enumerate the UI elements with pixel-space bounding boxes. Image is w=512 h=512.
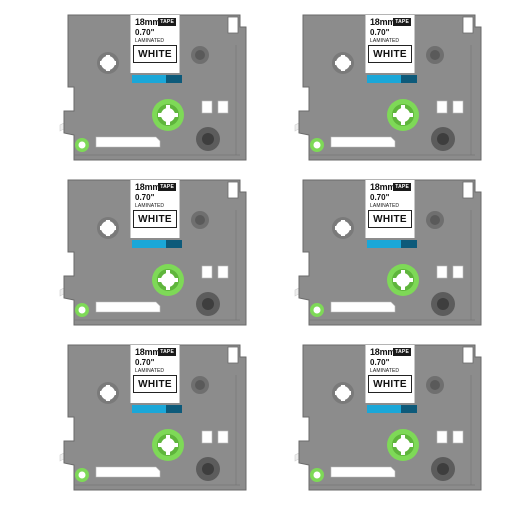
tape-label: 18mm TAPE 0.70" LAMINATED WHITE xyxy=(365,180,415,238)
laminated-text: LAMINATED xyxy=(135,38,165,44)
laminated-text: LAMINATED xyxy=(370,203,400,209)
laminated-text: LAMINATED xyxy=(370,38,400,44)
tape-width-text: 18mm xyxy=(370,17,396,27)
tape-label: 18mm TAPE 0.70" LAMINATED WHITE xyxy=(130,180,180,238)
tape-width-text: 18mm xyxy=(135,182,161,192)
tape-color-text: WHITE xyxy=(133,210,177,228)
tape-inch-text: 0.70" xyxy=(370,28,390,37)
tape-inch-text: 0.70" xyxy=(135,358,155,367)
tape-badge: TAPE xyxy=(158,183,176,191)
tape-color-text: WHITE xyxy=(133,375,177,393)
tape-color-text: WHITE xyxy=(368,375,412,393)
tape-badge: TAPE xyxy=(393,183,411,191)
cartridge-6: 18mm TAPE 0.70" LAMINATED WHITE xyxy=(294,344,485,495)
cartridge-5: 18mm TAPE 0.70" LAMINATED WHITE xyxy=(59,344,250,495)
tape-width-text: 18mm xyxy=(370,182,396,192)
laminated-text: LAMINATED xyxy=(135,368,165,374)
tape-width-text: 18mm xyxy=(370,347,396,357)
tape-badge: TAPE xyxy=(393,18,411,26)
tape-color-text: WHITE xyxy=(133,45,177,63)
cartridge-body xyxy=(294,344,482,491)
tape-inch-text: 0.70" xyxy=(135,28,155,37)
tape-badge: TAPE xyxy=(158,348,176,356)
tape-badge: TAPE xyxy=(158,18,176,26)
cartridge-body xyxy=(294,14,482,161)
cartridge-1: 18mm TAPE 0.70" LAMINATED WHITE xyxy=(59,14,250,165)
tape-color-text: WHITE xyxy=(368,45,412,63)
cartridge-4: 18mm TAPE 0.70" LAMINATED WHITE xyxy=(294,179,485,330)
cartridge-body xyxy=(294,179,482,326)
cartridge-2: 18mm TAPE 0.70" LAMINATED WHITE xyxy=(294,14,485,165)
tape-width-text: 18mm xyxy=(135,347,161,357)
laminated-text: LAMINATED xyxy=(370,368,400,374)
tape-inch-text: 0.70" xyxy=(135,193,155,202)
tape-inch-text: 0.70" xyxy=(370,193,390,202)
laminated-text: LAMINATED xyxy=(135,203,165,209)
tape-label: 18mm TAPE 0.70" LAMINATED WHITE xyxy=(365,345,415,403)
tape-width-text: 18mm xyxy=(135,17,161,27)
tape-badge: TAPE xyxy=(393,348,411,356)
cartridge-body xyxy=(59,14,247,161)
cartridge-body xyxy=(59,179,247,326)
cartridge-body xyxy=(59,344,247,491)
tape-color-text: WHITE xyxy=(368,210,412,228)
tape-label: 18mm TAPE 0.70" LAMINATED WHITE xyxy=(130,345,180,403)
cartridge-3: 18mm TAPE 0.70" LAMINATED WHITE xyxy=(59,179,250,330)
tape-inch-text: 0.70" xyxy=(370,358,390,367)
tape-label: 18mm TAPE 0.70" LAMINATED WHITE xyxy=(365,15,415,73)
tape-label: 18mm TAPE 0.70" LAMINATED WHITE xyxy=(130,15,180,73)
